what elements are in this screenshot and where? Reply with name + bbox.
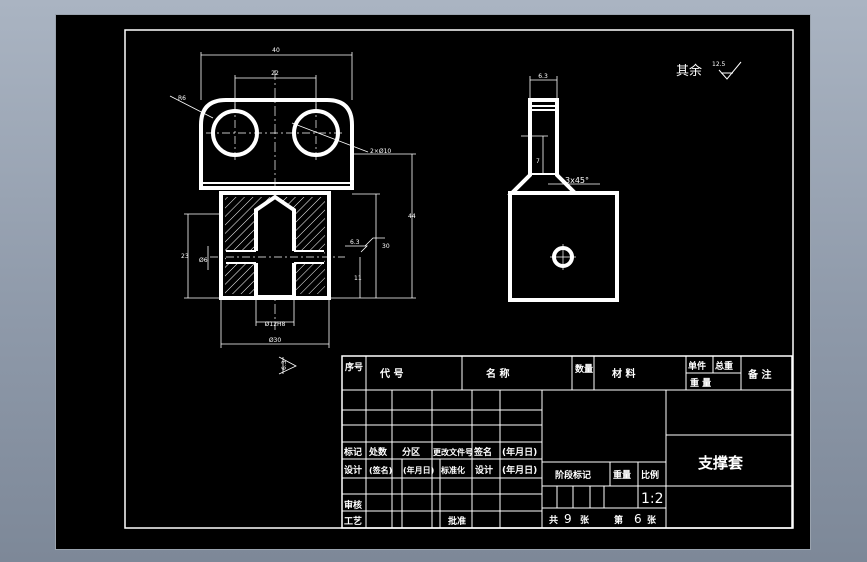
dim-side-depth: 7	[536, 158, 540, 165]
hdr-qty: 数量	[575, 363, 593, 375]
process-label: 工艺	[344, 515, 362, 527]
dim-chamfer: 3x45°	[565, 176, 589, 185]
hdr-name: 名 称	[486, 367, 509, 380]
dim-overall-width: 40	[272, 47, 280, 54]
title-block-text: 序号 代 号 名 称 数量 材 料 单件 总重 重 量 备 注 标记 处数 分区…	[343, 360, 771, 527]
dim-step-height: 30	[382, 243, 390, 250]
lug-outline	[199, 98, 354, 190]
approve-label: 批准	[448, 515, 466, 527]
bore	[254, 194, 296, 299]
scale-label: 比例	[641, 469, 659, 481]
hdr-total-weight: 总重	[715, 360, 733, 372]
part-name: 支撑套	[697, 454, 744, 472]
sheets-total: 9	[564, 512, 572, 526]
design-date: (年月日)	[403, 465, 434, 475]
design-date-2: (年月日)	[502, 464, 537, 476]
rev-mark: 标记	[343, 446, 362, 458]
dim-hole-dia: 2×Ø10	[370, 148, 391, 155]
sheet-no-label: 第	[614, 514, 623, 526]
hdr-material: 材 料	[612, 367, 635, 380]
dim-side-width: 6.3	[538, 73, 548, 80]
sheets-total-label: 共	[549, 514, 558, 526]
dim-left-height: 23	[181, 253, 189, 260]
stage-mark: 阶段标记	[555, 469, 591, 481]
roughness-b: 6.3	[281, 360, 288, 370]
cad-viewport[interactable]	[55, 14, 811, 550]
dim-slot-height: 11	[354, 275, 362, 282]
design-label-2: 设计	[475, 464, 493, 476]
dim-outer-dia: Ø30	[269, 337, 282, 344]
side-base	[508, 191, 619, 302]
hdr-weight: 重 量	[690, 377, 711, 389]
surface-finish-note: 其余 12.5	[676, 61, 742, 80]
design-label: 设计	[344, 464, 362, 476]
design-sign: (签名)	[369, 465, 392, 475]
dim-hole-spacing: 22	[271, 70, 279, 77]
review-label: 审核	[344, 499, 362, 511]
hdr-seq: 序号	[345, 361, 363, 373]
rev-count: 处数	[368, 446, 388, 458]
hdr-unit-weight: 单件	[688, 360, 706, 372]
weight-label: 重量	[613, 469, 631, 481]
hdr-remarks: 备 注	[747, 368, 771, 381]
surface-note-value: 12.5	[712, 61, 726, 68]
dim-height-total: 44	[408, 213, 416, 220]
rev-zone: 分区	[402, 446, 420, 458]
roughness-a: 6.3	[350, 239, 360, 246]
hdr-code: 代 号	[379, 367, 403, 380]
front-view: 40 22 R6 2×Ø10 44 30 11 6.3 23 Ø6 Ø12H8	[169, 47, 416, 375]
sheet-no: 6	[634, 512, 642, 526]
dim-radius: R6	[178, 95, 186, 102]
std-label: 标准化	[440, 465, 465, 475]
rev-doc: 更改文件号	[433, 447, 473, 457]
sheet-word: 张	[580, 514, 590, 526]
rev-sign: 签名	[473, 446, 492, 458]
surface-note-text: 其余	[676, 63, 702, 79]
sheet-word-2: 张	[647, 514, 657, 526]
rev-date: (年月日)	[502, 446, 537, 458]
dim-bore-dia: Ø12H8	[265, 321, 286, 328]
scale-value: 1:2	[641, 491, 664, 507]
side-view: 6.3 7 3x45°	[507, 73, 619, 302]
title-block	[341, 355, 793, 529]
dim-small-dia: Ø6	[199, 257, 208, 264]
